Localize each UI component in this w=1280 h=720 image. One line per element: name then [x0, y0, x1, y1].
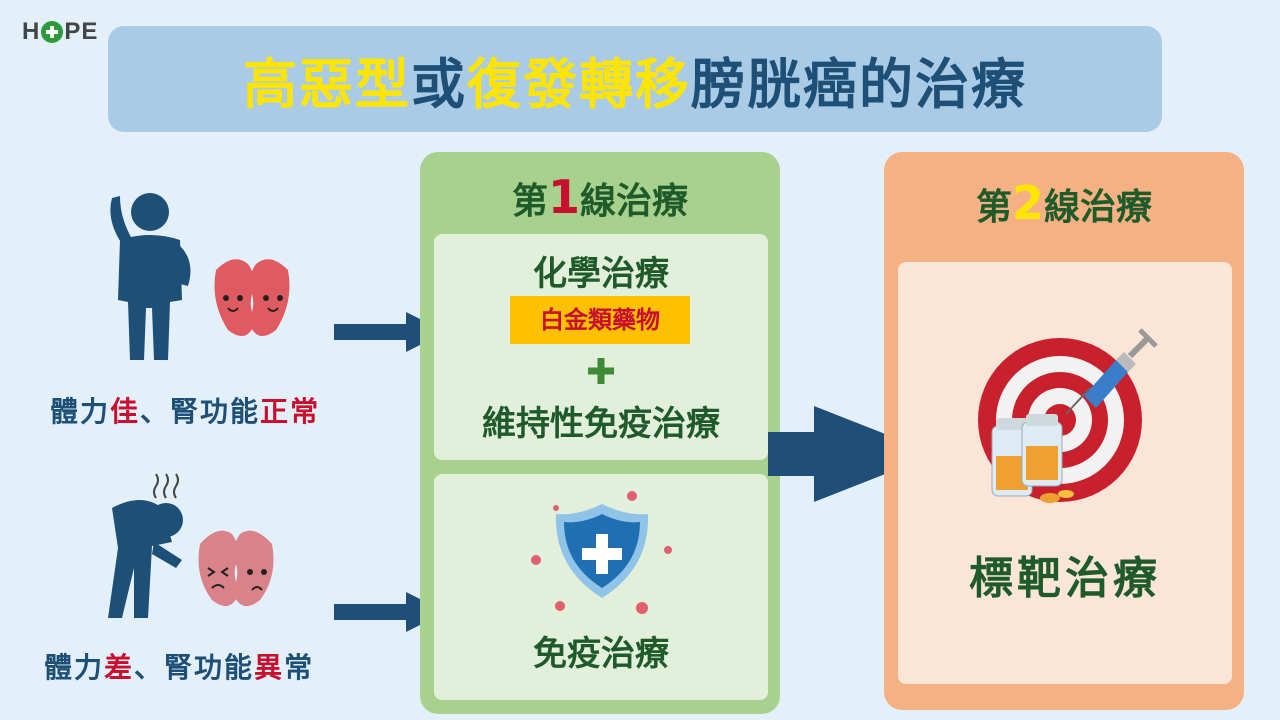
title-number: 1 — [547, 170, 580, 224]
syringe-icon — [1065, 328, 1158, 415]
logo-prefix: H — [22, 18, 41, 45]
chemo-box — [434, 234, 768, 460]
label-highlight: 差 — [104, 651, 135, 684]
plus-icon — [588, 358, 614, 384]
standing-person-icon — [110, 193, 191, 360]
label-text: 、腎功能 — [134, 651, 255, 684]
happy-kidneys-icon — [214, 259, 290, 337]
second-line-title: 第2線治療 — [884, 176, 1244, 230]
immuno-label: 免疫治療 — [533, 634, 669, 674]
label-highlight: 常 — [290, 395, 321, 428]
title-text: 線治療 — [1044, 187, 1153, 228]
chemo-label: 化學治療 — [533, 254, 669, 294]
title-text: 線治療 — [580, 181, 689, 222]
sad-kidneys-icon — [198, 530, 274, 607]
label-text: 體力 — [44, 651, 105, 684]
first-line-title: 第1線治療 — [420, 170, 780, 224]
title-part-or: 或 — [411, 52, 467, 116]
arrow-to-first-line-top — [334, 312, 446, 352]
virus-dots-icon — [531, 491, 672, 614]
maintenance-label: 維持性免疫治療 — [482, 404, 720, 444]
platinum-badge: 白金類藥物 — [510, 296, 690, 344]
target-therapy-illustration — [978, 328, 1158, 503]
label-highlight: 佳 — [110, 395, 141, 428]
fatigue-lines-icon — [153, 473, 179, 499]
unwell-person-illustration — [108, 473, 274, 618]
title-part-recurrent: 復發轉移 — [467, 52, 691, 116]
label-text: 、腎功能 — [140, 395, 261, 428]
arrow-to-second-line — [768, 406, 936, 502]
title-number: 2 — [1011, 176, 1044, 230]
title-text: 第 — [975, 187, 1012, 228]
targeted-therapy-label: 標靶治療 — [969, 553, 1161, 604]
tired-person-icon — [108, 500, 183, 618]
shield-icon — [555, 504, 649, 598]
page-title: 高惡型或復發轉移膀胱癌的治療 — [243, 40, 1027, 119]
arrow-to-first-line-bottom — [334, 592, 446, 632]
plus-circle-icon — [41, 21, 64, 43]
title-part-bladder-cancer: 膀胱癌的治療 — [691, 52, 1027, 116]
title-part-high-grade: 高惡型 — [243, 52, 411, 116]
label-highlight: 正 — [260, 395, 291, 428]
label-highlight: 異 — [254, 651, 285, 684]
immune-shield-illustration — [531, 491, 672, 614]
label-text: 體力 — [50, 395, 111, 428]
patient-label-good: 體力佳、腎功能正常 — [50, 390, 320, 430]
title-banner: 高惡型或復發轉移膀胱癌的治療 — [108, 26, 1162, 132]
title-text: 第 — [511, 181, 548, 222]
label-text: 常 — [284, 651, 315, 684]
hope-logo: H PE — [22, 18, 98, 46]
healthy-person-illustration — [110, 193, 290, 360]
logo-suffix: PE — [64, 18, 99, 45]
pill-bottles-icon — [991, 414, 1074, 503]
patient-label-poor: 體力差、腎功能異常 — [44, 646, 314, 686]
